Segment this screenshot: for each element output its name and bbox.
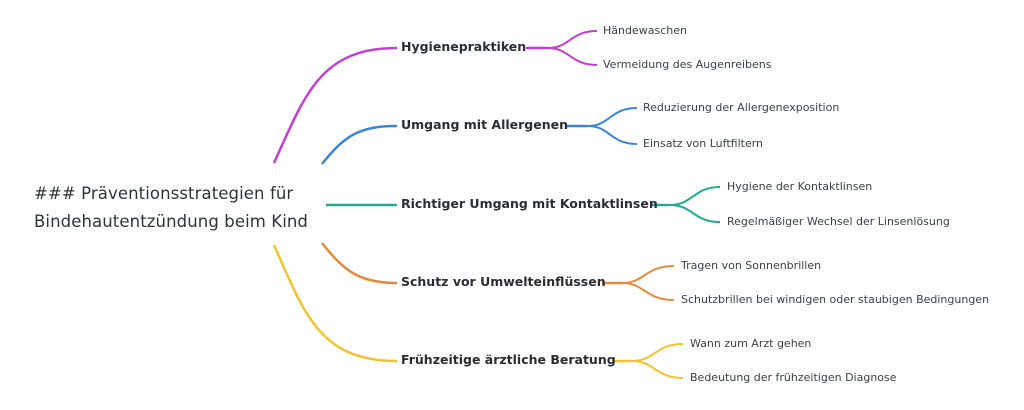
edge-root-umwelteinfluesse — [321, 242, 398, 285]
leaf-reduzierung-allergenexposition[interactable]: Reduzierung der Allergenexposition — [643, 101, 840, 114]
root-title-line-2: Bindehautentzündung beim Kind — [34, 212, 309, 231]
edge-beratung-child-1 — [631, 343, 684, 362]
edge-umwelt-child-1 — [621, 265, 675, 284]
edge-root-allergenen — [321, 124, 398, 165]
leaf-wann-zum-arzt[interactable]: Wann zum Arzt gehen — [690, 337, 812, 350]
edge-hygiene-child-2 — [547, 47, 598, 66]
edge-allergen-child-2 — [587, 125, 638, 145]
leaf-sonnenbrillen[interactable]: Tragen von Sonnenbrillen — [681, 259, 822, 272]
edge-root-hygienepraktiken — [272, 46, 398, 164]
root-title-line-1: ### Präventionsstrategien für — [34, 184, 294, 203]
leaf-wechsel-linsenloesung[interactable]: Regelmäßiger Wechsel der Linsenlösung — [727, 215, 950, 228]
edge-kontakt-child-1 — [669, 186, 721, 206]
branch-hygienepraktiken[interactable]: Hygienepraktiken — [401, 39, 527, 54]
branch-umgang-mit-allergenen[interactable]: Umgang mit Allergenen — [401, 117, 568, 132]
edge-allergen-child-1 — [587, 107, 638, 127]
leaf-hygiene-kontaktlinsen[interactable]: Hygiene der Kontaktlinsen — [727, 180, 873, 193]
edge-kontakt-child-2 — [669, 204, 721, 223]
edge-umwelt-child-2 — [621, 282, 675, 301]
edge-beratung-child-2 — [631, 360, 684, 379]
leaf-haendewaschen[interactable]: Händewaschen — [603, 24, 687, 37]
branch-umgang-mit-kontaktlinsen[interactable]: Richtiger Umgang mit Kontaktlinsen — [401, 196, 658, 211]
leaf-einsatz-luftfilter[interactable]: Einsatz von Luftfiltern — [643, 137, 764, 150]
branch-fruehzeitige-aerztliche-beratung[interactable]: Frühzeitige ärztliche Beratung — [401, 352, 616, 367]
edge-root-aerztliche-beratung — [272, 244, 398, 363]
leaf-fruehzeitige-diagnose[interactable]: Bedeutung der frühzeitigen Diagnose — [690, 371, 897, 384]
leaf-vermeidung-augenreiben[interactable]: Vermeidung des Augenreibens — [603, 58, 772, 71]
branch-schutz-vor-umwelteinfluessen[interactable]: Schutz vor Umwelteinflüssen — [401, 274, 606, 289]
root-node[interactable]: ### Präventionsstrategien für Bindehaute… — [34, 180, 308, 236]
edge-hygiene-child-1 — [547, 30, 598, 49]
leaf-schutzbrillen[interactable]: Schutzbrillen bei windigen oder staubige… — [681, 293, 990, 306]
